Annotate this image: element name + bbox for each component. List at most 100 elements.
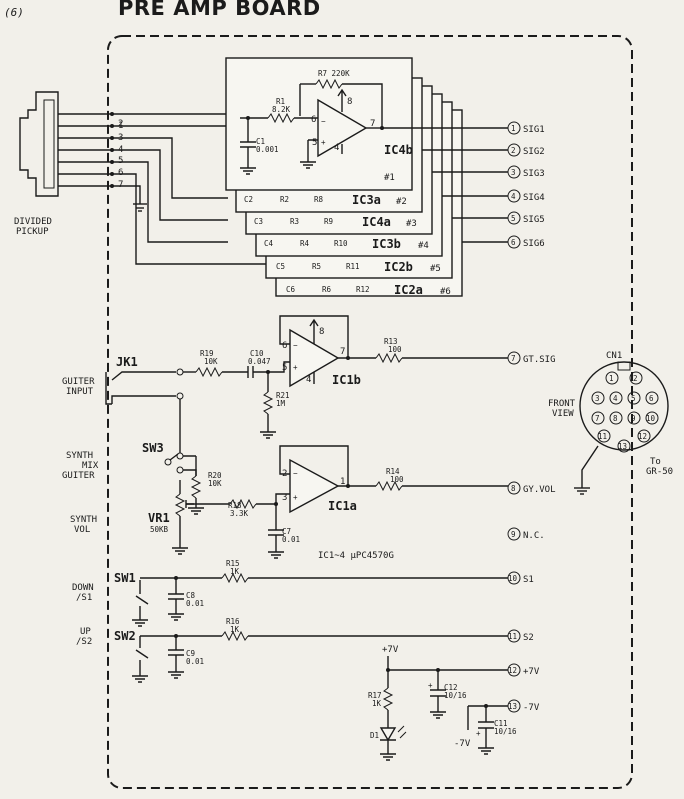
- power-r17-label: R17: [368, 691, 382, 700]
- connector-face_pins-4-label: 5: [631, 394, 636, 403]
- mix-r18-label: R18: [228, 501, 242, 510]
- ic_stack-rows-1-r2-label: R9: [324, 217, 333, 226]
- connector-front1-label: FRONT: [548, 399, 576, 409]
- switches-down2-label: /S1: [76, 593, 92, 603]
- switches-r15-label: R15: [226, 559, 240, 568]
- pickup-ground-wire: [112, 185, 141, 204]
- mix-synth-label: SYNTH: [66, 451, 93, 461]
- ic_stack-rows-1-c-label: C3: [254, 217, 263, 226]
- pickup-pins: 1 2 3 4 5 6 7: [58, 112, 123, 190]
- jk1-label: JK1: [116, 355, 138, 369]
- mix-vr1-label: VR1: [148, 511, 170, 525]
- pin-label: SIG1: [523, 125, 545, 135]
- channel-1-number: #1: [384, 173, 395, 183]
- svg-text:7: 7: [370, 119, 375, 129]
- power-c11-label: C11: [494, 719, 508, 728]
- svg-text:6: 6: [311, 115, 316, 125]
- pin-label: SIG5: [523, 215, 545, 225]
- ic-part-note: IC1~4 μPC4570G: [318, 551, 394, 561]
- switches-c8-label: C8: [186, 591, 196, 600]
- input-r19-label: R19: [200, 349, 214, 358]
- svg-text:5: 5: [282, 363, 287, 373]
- connector-face_pins-12-label: 13: [618, 442, 627, 451]
- synth-mix-section: SW3 SYNTH MIX GUITER R20 10K VR1 50KB SY…: [62, 399, 508, 561]
- mix-mix-label: MIX: [82, 461, 99, 471]
- c1-value: 0.001: [256, 145, 279, 154]
- connector-face_pins-6-label: 7: [595, 414, 600, 423]
- ic_stack-rows-4-c-label: C6: [286, 285, 296, 294]
- ic_stack-rows-0-r1-label: R2: [280, 195, 289, 204]
- ic_stack-rows-3-ic-label: IC2b: [384, 260, 413, 274]
- svg-text:−: −: [293, 469, 298, 478]
- svg-text:3: 3: [282, 493, 287, 503]
- svg-text:+: +: [293, 363, 298, 372]
- connector-pins-3-n-label: 4: [511, 192, 516, 201]
- connector-face_pins-0-label: 1: [609, 374, 614, 383]
- input-r21v-label: 1M: [276, 399, 286, 408]
- power-c11v-label: 10/16: [494, 727, 517, 736]
- connector-pins-8-n-label: 9: [511, 530, 516, 539]
- ic_stack-rows-2-ic-label: IC3b: [372, 237, 401, 251]
- mix-guiter-label: GUITER: [62, 471, 95, 481]
- mix-r14-label: R14: [386, 467, 400, 476]
- connector-to1-label: To: [650, 457, 661, 467]
- connector-pins-4-n-label: 5: [511, 214, 516, 223]
- r1-value: 8.2K: [272, 105, 291, 114]
- r1-label: R1: [276, 97, 285, 106]
- connector-pins-12-n-label: 13: [508, 702, 517, 711]
- connector-face_pins-1-label: 2: [633, 374, 638, 383]
- pickup-pin: 7: [118, 180, 123, 190]
- ic_stack-rows-4-r1-label: R6: [322, 285, 332, 294]
- ground-symbol: [574, 487, 590, 495]
- switches-c9-label: C9: [186, 649, 195, 658]
- connector-pins-6-n-label: 7: [511, 354, 516, 363]
- ic_stack-rows-3-r2-label: R11: [346, 262, 360, 271]
- ic_stack-rows-1-r1-label: R3: [290, 217, 299, 226]
- svg-text:5: 5: [312, 138, 317, 148]
- connector-face_pins-10-label: 11: [598, 432, 607, 441]
- mix-r20-label: R20: [208, 471, 222, 480]
- connector-pins-9-n-label: 10: [508, 574, 518, 583]
- cn1-front-view: CN1 1 2 3 4 5 6 7 8 9 10 11 12 13 FRONT …: [548, 351, 673, 477]
- pin-label: GY.VOL: [523, 485, 556, 495]
- connector-front2-label: VIEW: [552, 409, 574, 419]
- mix-r20v-label: 10K: [208, 479, 222, 488]
- switches-up2-label: /S2: [76, 637, 92, 647]
- ground-symbol: [133, 203, 147, 212]
- divided-pickup-connector: DIVIDED PICKUP: [14, 91, 59, 237]
- c1-label: C1: [256, 137, 265, 146]
- ic_stack-rows-2-r2-label: R10: [334, 239, 348, 248]
- svg-text:−: −: [321, 117, 326, 126]
- svg-text:+: +: [476, 729, 481, 738]
- input-r19v-label: 10K: [204, 357, 218, 366]
- ic_stack-rows-2-num-label: #4: [418, 241, 429, 251]
- pickup-label-1: DIVIDED: [14, 217, 52, 227]
- input-guiter2-label: INPUT: [66, 387, 94, 397]
- input-r21-label: R21: [276, 391, 290, 400]
- connector-cn1-label: CN1: [606, 351, 622, 361]
- connector-face_pins-8-label: 9: [631, 414, 636, 423]
- mix-c7v-label: 0.01: [282, 535, 300, 544]
- ic_stack-rows-0-num-label: #2: [396, 197, 407, 207]
- power-section: +7V R17 1K D1 + C12 10/16 -7V + C11 10/1…: [368, 645, 517, 761]
- channel-1-circuit: R7 220K R1 8.2K C1 0.001 6 5 − + 8 4 7 I…: [240, 69, 413, 183]
- svg-text:+: +: [321, 138, 326, 147]
- mix-synth_vol2-label: VOL: [74, 525, 90, 535]
- switches-c9v-label: 0.01: [186, 657, 204, 666]
- input-guiter1-label: GUITER: [62, 377, 95, 387]
- power-r17v-label: 1K: [372, 699, 382, 708]
- power-d1-label: D1: [370, 731, 379, 740]
- pin-label: SIG2: [523, 147, 545, 157]
- pickup-label-2: PICKUP: [16, 227, 49, 237]
- page-number: (6): [4, 6, 24, 19]
- connector-to2-label: GR-50: [646, 467, 673, 477]
- power-c12v-label: 10/16: [444, 691, 467, 700]
- ic_stack-rows-3-r1-label: R5: [312, 262, 321, 271]
- switches-c8v-label: 0.01: [186, 599, 204, 608]
- svg-text:8: 8: [319, 327, 324, 337]
- svg-text:+: +: [428, 681, 433, 690]
